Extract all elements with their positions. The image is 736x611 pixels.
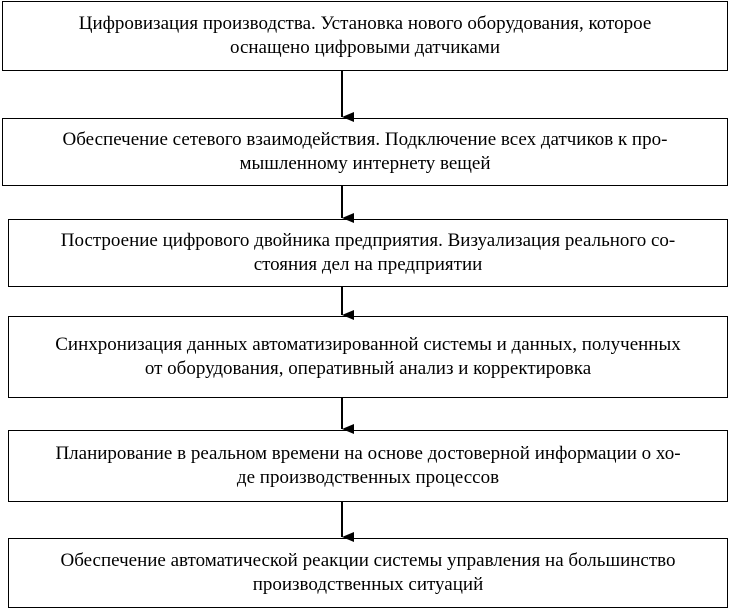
step-2-line-2: мышленному интернету вещей <box>239 153 491 174</box>
step-5-line-2: де производственных процессов <box>236 467 500 488</box>
step-4-box: Синхронизация данных автоматизированной … <box>8 316 728 398</box>
step-3-line-2: стояния дел на предприятии <box>253 254 483 275</box>
step-2-box: Обеспечение сетевого взаимодействия. Под… <box>2 118 728 186</box>
step-6-line-1: Обеспечение автоматической реакции систе… <box>60 550 676 571</box>
step-3-box: Построение цифрового двойника предприяти… <box>8 219 728 287</box>
step-1-box: Цифровизация производства. Установка нов… <box>2 1 728 71</box>
step-4-line-2: от оборудования, оперативный анализ и ко… <box>144 358 592 379</box>
step-3-line-1: Построение цифрового двойника предприяти… <box>60 230 676 251</box>
step-1-line-1: Цифровизация производства. Установка нов… <box>78 13 652 34</box>
step-6-box: Обеспечение автоматической реакции систе… <box>8 538 728 608</box>
step-5-box: Планирование в реальном времени на основ… <box>8 430 728 502</box>
step-2-line-1: Обеспечение сетевого взаимодействия. Под… <box>62 129 668 150</box>
step-4-line-1: Синхронизация данных автоматизированной … <box>55 334 681 355</box>
step-6-line-2: производственных ситуаций <box>252 574 484 595</box>
step-5-line-1: Планирование в реальном времени на основ… <box>55 443 681 464</box>
step-1-line-2: оснащено цифровыми датчиками <box>229 37 501 58</box>
